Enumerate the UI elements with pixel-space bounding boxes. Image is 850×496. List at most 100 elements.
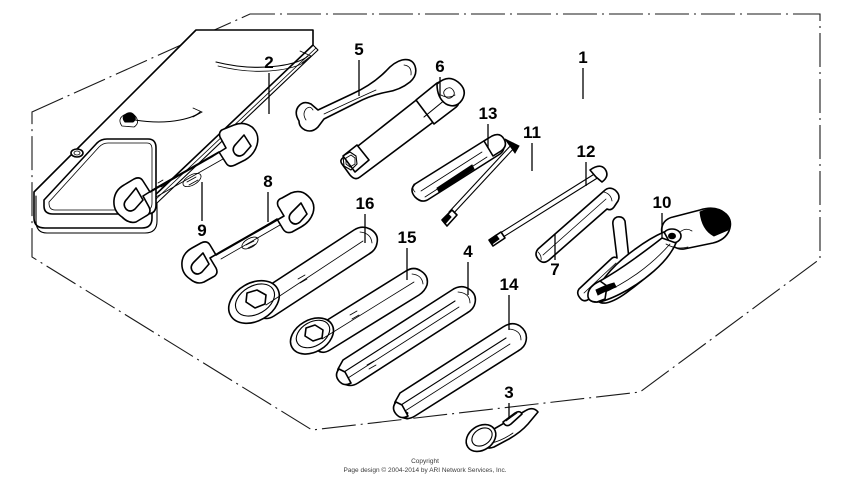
tool-bag-flap-stitch	[48, 142, 153, 211]
box-end-wrench-large	[227, 226, 379, 325]
wrench-15-size-mark	[349, 310, 360, 320]
callout-1: 1	[578, 48, 587, 67]
flat-bit-tip-blade	[488, 234, 500, 245]
footer: Copyright Page design © 2004-2014 by ARI…	[343, 458, 506, 474]
spark-plug-wrench-bar-hole	[443, 87, 455, 99]
callout-13: 13	[479, 104, 498, 123]
phillips-bit-tip-point	[441, 213, 452, 225]
spark-plug-wrench-collar-ring	[423, 98, 447, 118]
wrench-9-ridge-1	[151, 151, 220, 191]
callout-2: 2	[264, 53, 273, 72]
callout-8: 8	[263, 172, 272, 191]
tool-bag-strap-upper	[215, 55, 309, 68]
flat-bar-4-tip-round	[457, 291, 471, 304]
curved-wrench-groove	[323, 89, 377, 115]
hex-l-wrench-tip	[537, 251, 542, 261]
flat-bit-shaft	[496, 172, 597, 236]
wrench-9-end-mark	[157, 179, 167, 188]
callout-3: 3	[504, 383, 513, 402]
flat-bar-14-tip-round	[508, 328, 522, 341]
hex-l-wrench-secondary-body	[576, 216, 630, 302]
callout-14: 14	[500, 275, 519, 294]
open-end-wrench-small	[181, 190, 315, 284]
tool-bag-strap-lower-arrow	[192, 107, 203, 118]
flat-bar-14-end	[392, 401, 409, 419]
hex-l-wrench-secondary	[576, 216, 630, 302]
wrench-16-size-mark	[297, 274, 308, 284]
ring-tool-tab-edge	[505, 412, 518, 422]
callout-12: 12	[577, 142, 596, 161]
screwdriver-bit-phillips	[441, 138, 520, 227]
ring-tool-ring-outer	[465, 423, 497, 453]
tool-bag-snap-lower	[70, 148, 84, 158]
open-end-wrench-large	[113, 122, 259, 224]
wrench-9-body	[113, 122, 259, 224]
wrench-9-jaw-right	[232, 134, 252, 157]
wrench-8-ridge-1	[217, 218, 278, 254]
pliers-grip-slot	[595, 282, 617, 296]
ring-wrench-tool	[465, 407, 539, 453]
hex-l-wrench-corner	[603, 191, 613, 202]
wrench-8-jaw-right	[288, 202, 308, 225]
wrench-8-stamp-mark	[245, 240, 257, 249]
kit-boundary-outline	[31, 13, 821, 431]
callout-7: 7	[550, 260, 559, 279]
wrench-16-tip-round	[359, 231, 373, 244]
screwdriver-handle-ferrule	[483, 133, 507, 157]
flat-bit-head	[589, 165, 608, 183]
phillips-bit-head	[504, 138, 520, 154]
box-end-wrench-medium	[289, 267, 429, 355]
flat-bar-handle	[335, 285, 477, 387]
wrench-16-ring-mid	[234, 283, 276, 317]
wrench-9-jaw-left	[123, 187, 144, 212]
screwdriver-handle-endcap	[412, 183, 416, 193]
ring-tool-ring-inner	[471, 427, 493, 447]
wrench-9-ridge-2	[155, 158, 224, 198]
pliers-cutter-notch	[679, 228, 693, 233]
tool-bag-strap-upper-2	[217, 59, 308, 72]
footer-copyright: Copyright	[411, 458, 439, 465]
tool-bag-strap-upper-arrow	[299, 50, 312, 64]
wrench-15-ring-mid	[295, 319, 331, 349]
flat-bar-4-end	[335, 368, 352, 386]
flat-bar-14-edge-2	[404, 343, 511, 412]
wrench-9-stamp-mark	[186, 176, 199, 186]
hex-l-wrench-secondary-edge	[583, 262, 617, 294]
flat-bar-4-edge	[343, 300, 456, 373]
hex-l-wrench-body	[535, 187, 620, 264]
wrench-8-ridge-2	[220, 224, 281, 260]
spark-plug-wrench-endcap-shade	[440, 94, 456, 98]
callout-6: 6	[435, 57, 444, 76]
wrench-8-size-stamp	[241, 236, 259, 250]
callout-10: 10	[653, 193, 672, 212]
phillips-bit-shaft	[448, 142, 514, 213]
wrench-16-hex-socket	[245, 289, 267, 309]
curved-wrench-jaw-notch	[303, 106, 314, 121]
flat-bit-shaft-2	[499, 176, 600, 240]
footer-design-credit: Page design © 2004-2014 by ARI Network S…	[343, 466, 506, 474]
screwdriver-bit-flat	[488, 165, 608, 247]
curved-open-end-wrench	[295, 58, 417, 132]
flat-bar-short	[392, 322, 528, 420]
tool-bag	[33, 29, 319, 234]
ring-tool-tab	[502, 410, 523, 427]
tool-bag-snap-upper-ring	[119, 113, 138, 128]
callout-5: 5	[354, 40, 363, 59]
wrench-9-size-stamp	[182, 172, 202, 188]
screwdriver-handle	[411, 133, 507, 202]
pliers-pivot-pin	[668, 232, 676, 240]
spark-plug-wrench	[340, 77, 466, 180]
wrench-16-handle-edge	[265, 240, 364, 306]
flat-bar-14-edge	[400, 337, 507, 406]
callout-9: 9	[197, 221, 206, 240]
leader-lines	[201, 60, 663, 419]
kit-boundary-group	[31, 13, 821, 431]
flat-bar-4-edge-2	[347, 306, 460, 379]
wrench-15-handle-edge	[321, 281, 415, 340]
pliers-head-shade	[665, 243, 689, 249]
spark-plug-wrench-socket-hole	[345, 154, 356, 168]
tool-bag-thickness	[35, 44, 319, 234]
callout-11: 11	[523, 123, 541, 142]
